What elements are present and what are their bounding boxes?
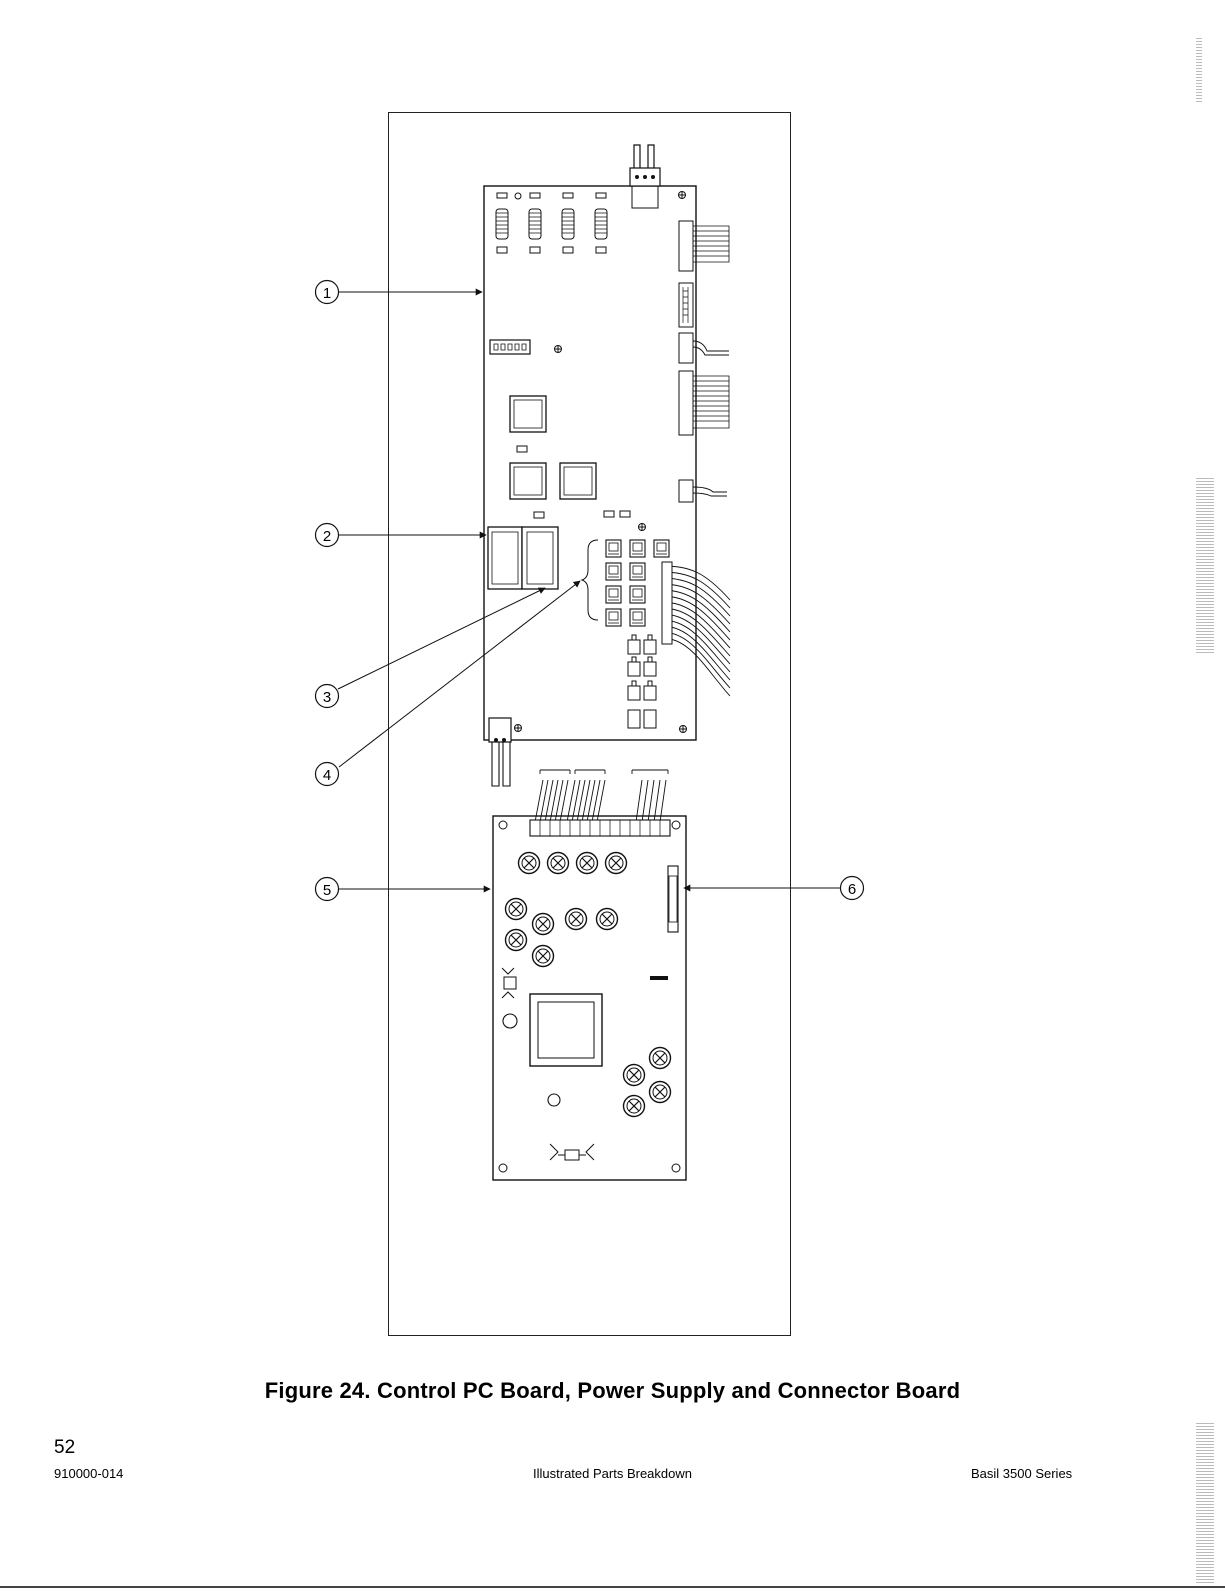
callout-4: 4 — [316, 763, 339, 786]
svg-text:1: 1 — [323, 285, 331, 302]
scan-artifact — [1196, 36, 1202, 102]
svg-text:2: 2 — [323, 528, 331, 545]
callout-6: 6 — [841, 877, 864, 900]
svg-text:6: 6 — [848, 881, 856, 898]
callout-3: 3 — [316, 685, 339, 708]
page-edge — [0, 1586, 1225, 1588]
control-pc-board — [484, 145, 730, 786]
scan-artifact — [1196, 1423, 1214, 1583]
scan-artifact — [1196, 478, 1214, 653]
svg-text:5: 5 — [323, 882, 331, 899]
page-number: 52 — [54, 1437, 75, 1459]
power-supply-board — [493, 770, 686, 1180]
product-name: Basil 3500 Series — [971, 1466, 1072, 1481]
callout-1: 1 — [316, 281, 339, 304]
svg-text:4: 4 — [323, 767, 331, 784]
figure-caption: Figure 24. Control PC Board, Power Suppl… — [0, 1378, 1225, 1404]
callout-2: 2 — [316, 524, 339, 547]
svg-text:3: 3 — [323, 689, 331, 706]
callout-5: 5 — [316, 878, 339, 901]
